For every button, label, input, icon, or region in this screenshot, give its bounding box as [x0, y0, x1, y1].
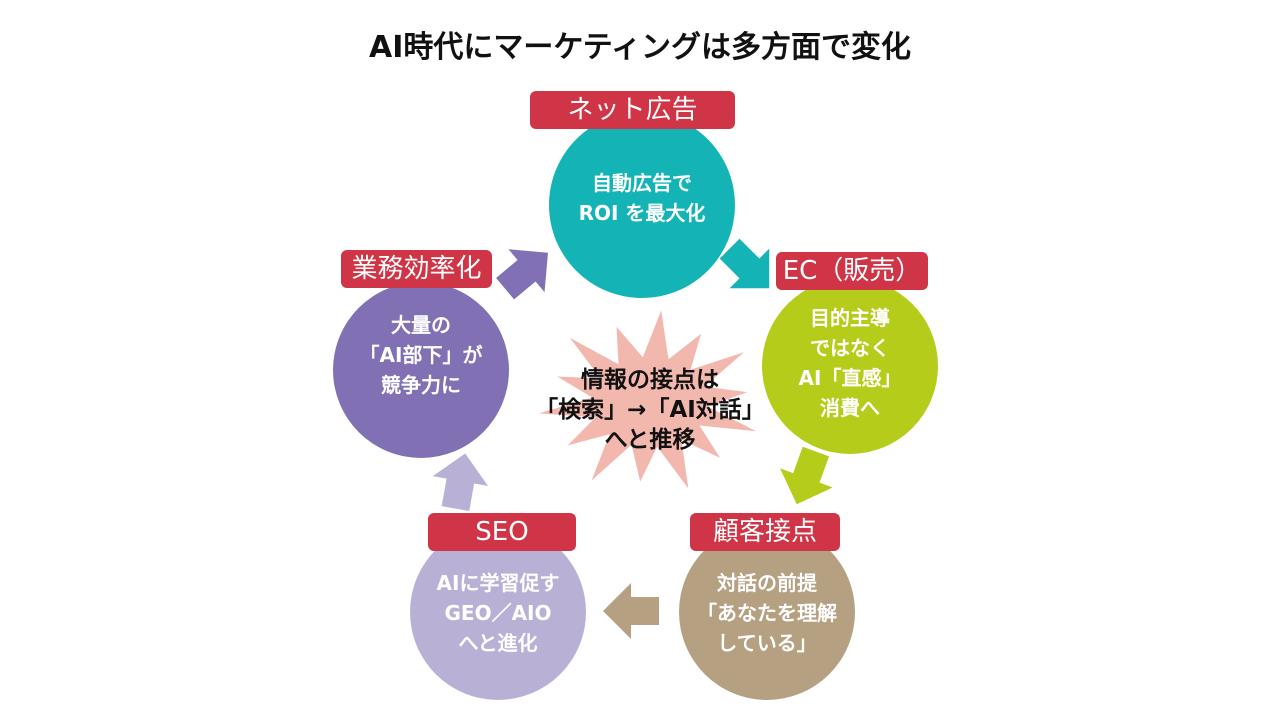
ec-circle	[762, 278, 938, 454]
efficiency-text: 大量の 「AI部下」が 競争力に	[359, 313, 483, 397]
customer-contact-text: 対話の前提 「あなたを理解 している」	[697, 571, 837, 655]
efficiency-label: 業務効率化	[341, 250, 492, 288]
seo-text: AIに学習促す GEO／AIO へと進化	[436, 571, 560, 655]
seo-label: SEO	[428, 513, 576, 551]
arrow-customer-to-seo-icon	[603, 583, 659, 639]
center-starburst	[538, 310, 757, 489]
customer-contact-label: 顧客接点	[690, 513, 840, 551]
arrow-efficiency-to-net-ad-icon	[496, 249, 548, 300]
net-ad-circle	[549, 112, 735, 298]
ec-label: EC（販売）	[776, 252, 928, 290]
arrow-ec-to-customer-icon	[780, 446, 833, 505]
net-ad-label: ネット広告	[530, 91, 735, 129]
ec-text: 目的主導 ではなく AI「直感」 消費へ	[798, 306, 902, 420]
arrow-seo-to-efficiency-icon	[432, 453, 488, 512]
arrow-net-ad-to-ec-icon	[719, 238, 770, 289]
page-title: AI時代にマーケティングは多方面で変化	[369, 30, 911, 65]
center-message: 情報の接点は 「検索」→「AI対話」 へと推移	[535, 367, 765, 453]
customer-contact-circle	[679, 524, 855, 700]
seo-circle	[410, 524, 586, 700]
efficiency-circle	[333, 282, 509, 458]
net-ad-text: 自動広告で ROI を最大化	[578, 171, 706, 225]
